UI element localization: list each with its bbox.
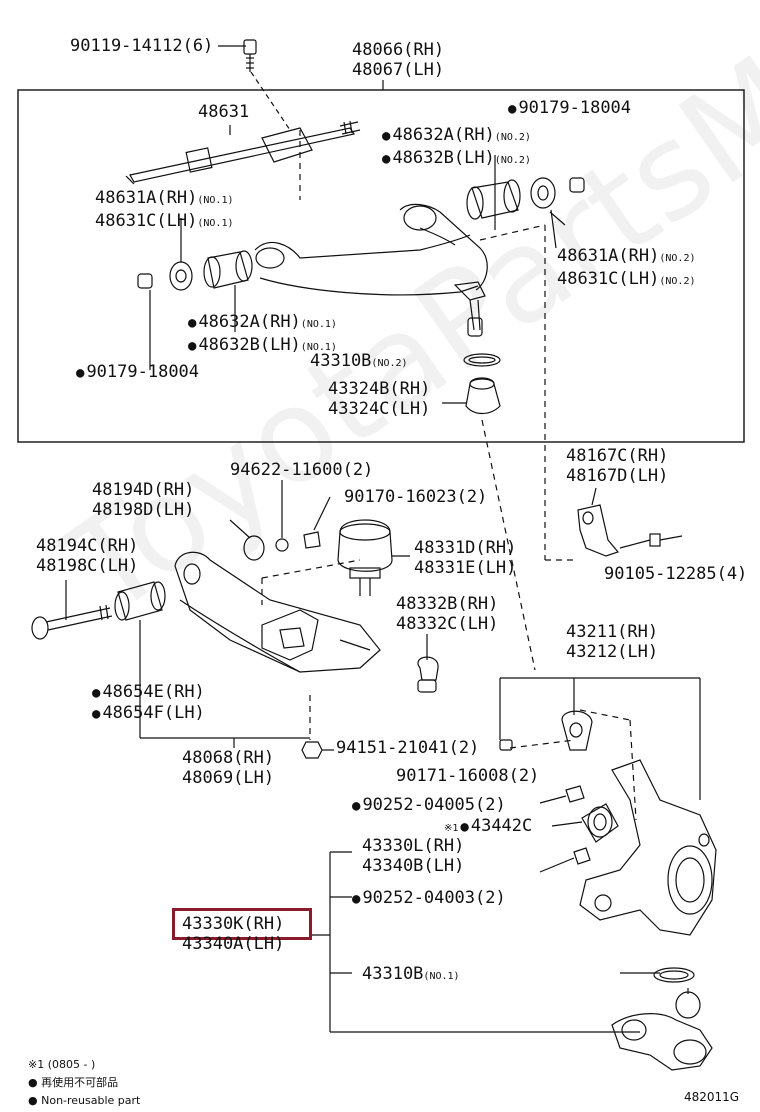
label-cushion: 48194D(RH)48198D(LH) bbox=[92, 480, 195, 520]
label-upper-arm: 48066(RH)48067(LH) bbox=[352, 40, 445, 80]
cushion-part bbox=[229, 480, 331, 561]
dust-cover-part bbox=[539, 785, 619, 873]
label-stopper: 48331D(RH)48331E(LH) bbox=[414, 538, 517, 578]
lower-joint-part bbox=[417, 634, 439, 693]
label-lower-arm: 48068(RH)48069(LH) bbox=[182, 748, 275, 788]
label-ball-joint-set: 43330L(RH)43340B(LH) bbox=[362, 836, 465, 876]
label-washer-small: 94622-11600(2) bbox=[230, 460, 374, 480]
label-bolt-top: 90119-14112(6) bbox=[70, 36, 214, 56]
label-ball-joint-highlight: 43330K(RH)43340A(LH) bbox=[182, 914, 285, 954]
label-pin-a: 90252-04005(2) bbox=[352, 795, 505, 816]
footnote-1: ※1 (0805 - ) bbox=[28, 1058, 96, 1071]
bolt-top-part bbox=[218, 39, 291, 131]
highlight-box bbox=[172, 908, 312, 940]
label-bolt-knuckle: 90171-16008(2) bbox=[396, 766, 540, 786]
label-nut-lower: 94151-21041(2) bbox=[336, 738, 480, 758]
label-bushing-no2: 48632A(RH)(NO.2) 48632B(LH)(NO.2) bbox=[382, 125, 530, 171]
bullet-icon: ● bbox=[28, 1076, 42, 1089]
lower-arm-part bbox=[174, 551, 381, 673]
label-dust-cover: ※143442C bbox=[444, 816, 532, 839]
label-bushing-no1: 48632A(RH)(NO.1) 48632B(LH)(NO.1) bbox=[188, 312, 336, 358]
shaft-part bbox=[125, 120, 361, 185]
upper-arm-part bbox=[254, 203, 488, 337]
label-ring-no1: 43310B(NO.1) bbox=[362, 964, 460, 984]
footnote-nonreusable-jp: ● 再使用不可部品 bbox=[28, 1076, 119, 1089]
bracket-part bbox=[577, 487, 683, 557]
label-knuckle: 43211(RH)43212(LH) bbox=[566, 622, 659, 662]
nut-lower-part bbox=[301, 741, 334, 759]
lower-ball-joint-part bbox=[611, 967, 713, 1071]
footnote-nonreusable-en: ● Non-reusable part bbox=[28, 1094, 141, 1107]
upper-group-frame bbox=[17, 89, 745, 443]
bullet-icon: ● bbox=[28, 1094, 42, 1107]
label-bolt-lower: 48194C(RH)48198C(LH) bbox=[36, 536, 139, 576]
label-washer-no2: 48631A(RH)(NO.2) 48631C(LH)(NO.2) bbox=[557, 246, 696, 289]
ring-boot-part bbox=[442, 353, 501, 415]
label-shaft: 48631 bbox=[198, 102, 250, 122]
knuckle-part bbox=[499, 677, 717, 936]
label-bolt-bracket: 90105-12285(4) bbox=[604, 564, 748, 584]
label-lower-joint: 48332B(RH)48332C(LH) bbox=[396, 594, 499, 634]
ball-joint-brackets bbox=[312, 851, 660, 1033]
bolt-lower-part bbox=[31, 580, 113, 640]
dashed-guides bbox=[261, 130, 637, 821]
label-ring-no2: 43310B(NO.2) bbox=[310, 351, 408, 371]
diagram-id: 482011G bbox=[684, 1090, 740, 1104]
label-nut-left: 90179-18004 bbox=[76, 362, 199, 383]
label-washer-no1: 48631A(RH)(NO.1) 48631C(LH)(NO.1) bbox=[95, 188, 234, 231]
label-bracket: 48167C(RH)48167D(LH) bbox=[566, 446, 669, 486]
label-pin-b: 90252-04003(2) bbox=[352, 888, 505, 909]
stopper-part bbox=[337, 519, 410, 596]
label-nut-cushion: 90170-16023(2) bbox=[344, 487, 488, 507]
label-nut-top-right: 90179-18004 bbox=[508, 98, 631, 119]
label-bushing-lower: 48654E(RH) 48654F(LH) bbox=[92, 682, 204, 724]
label-boot: 43324B(RH)43324C(LH) bbox=[328, 379, 431, 419]
upper-bushings bbox=[137, 155, 585, 370]
